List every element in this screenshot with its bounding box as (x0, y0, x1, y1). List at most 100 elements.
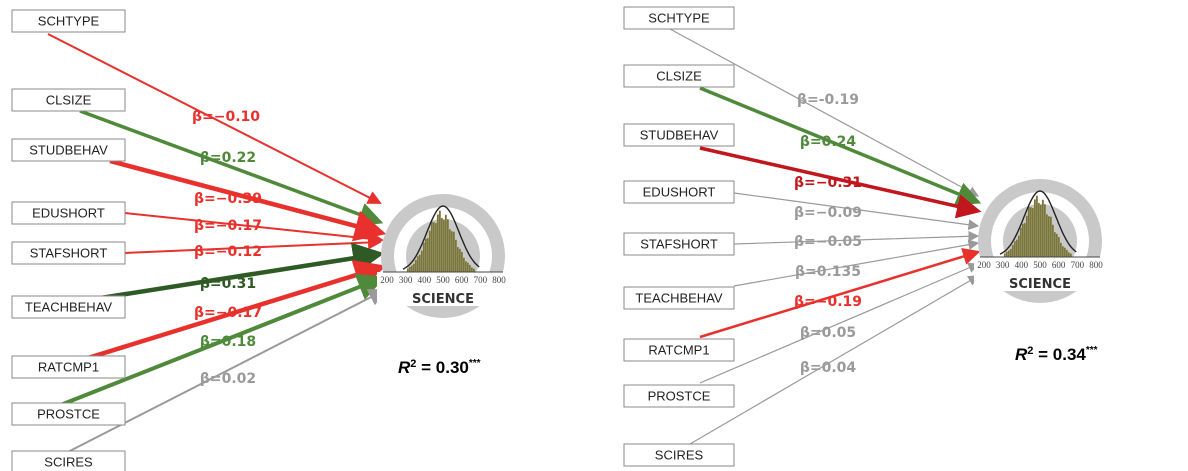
right-predictor-label: STUDBEHAV (640, 128, 719, 143)
right-axis-tick-label: 300 (996, 260, 1010, 270)
right-path-arrow-ratcmp1 (699, 248, 981, 339)
left-beta-label-ratcmp1: β=−0.17 (194, 305, 262, 321)
left-predictor-box-ratcmp1: RATCMP1 (11, 355, 126, 379)
right-axis-tick-label: 700 (1071, 260, 1085, 270)
left-path-arrow-edushort (124, 212, 384, 246)
left-predictor-label: STAFSHORT (30, 246, 108, 261)
left-normal-curve (402, 205, 480, 270)
left-predictor-box-scires: SCIRES (11, 450, 126, 471)
left-beta-label-scires: β=0.02 (200, 371, 256, 387)
right-predictor-box-prostce: PROSTCE (623, 384, 735, 408)
left-outcome-label: SCIENCE (412, 292, 474, 307)
right-predictor-label: TEACHBEHAV (635, 291, 722, 306)
right-label-band (974, 257, 1106, 291)
left-path-arrow-schtype (47, 33, 382, 204)
right-outcome-label: SCIENCE (1009, 277, 1071, 292)
left-predictor-label: PROSTCE (37, 407, 100, 422)
left-path-arrow-prostce (57, 273, 386, 408)
right-predictor-label: SCHTYPE (648, 11, 710, 26)
right-predictor-box-scires: SCIRES (623, 443, 735, 467)
right-path-arrow-studbehav (699, 146, 982, 219)
right-beta-label-schtype: β=-0.19 (797, 92, 859, 108)
left-beta-label-clsize: β=0.22 (200, 150, 256, 166)
right-path-arrow-edushort (733, 192, 980, 231)
right-path-arrow-teachbehav (733, 239, 980, 287)
left-predictor-box-stafshort: STAFSHORT (11, 241, 126, 265)
left-r2-stars: *** (469, 358, 481, 369)
right-predictor-box-edushort: EDUSHORT (623, 180, 735, 204)
left-beta-label-stafshort: β=−0.12 (194, 244, 262, 260)
left-axis-tick-label: 200 (380, 275, 394, 285)
left-predictor-box-schtype: SCHTYPE (11, 9, 126, 33)
left-path-arrow-clsize (79, 109, 384, 227)
left-predictor-label: STUDBEHAV (29, 143, 108, 158)
right-predictor-box-stafshort: STAFSHORT (623, 232, 735, 256)
left-label-band (377, 272, 509, 306)
left-r2-label: R2 = 0.30*** (398, 358, 481, 377)
left-axis-tick-label: 600 (455, 275, 469, 285)
left-histogram (406, 210, 475, 273)
right-beta-label-prostce: β=0.05 (800, 325, 856, 341)
right-predictor-box-teachbehav: TEACHBEHAV (623, 286, 735, 310)
left-predictor-label: EDUSHORT (32, 206, 105, 221)
left-beta-label-prostce: β=0.18 (200, 334, 256, 350)
right-predictor-label: RATCMP1 (648, 343, 709, 358)
left-axis-tick-label: 700 (474, 275, 488, 285)
right-beta-label-stafshort: β=−0.05 (794, 234, 862, 250)
left-predictor-label: TEACHBEHAV (25, 300, 112, 315)
right-predictor-label: CLSIZE (656, 69, 702, 84)
left-axis-tick-label: 300 (399, 275, 413, 285)
right-axis-tick-label: 500 (1033, 260, 1047, 270)
right-predictor-box-ratcmp1: RATCMP1 (623, 338, 735, 362)
arrows-left-panel (47, 33, 387, 457)
left-predictor-box-prostce: PROSTCE (11, 402, 126, 426)
right-r2-label: R2 = 0.34*** (1015, 345, 1098, 364)
right-predictor-label: PROSTCE (648, 389, 711, 404)
left-predictor-label: SCIRES (44, 455, 93, 470)
left-predictor-box-edushort: EDUSHORT (11, 201, 126, 225)
left-predictor-label: SCHTYPE (38, 14, 100, 29)
left-predictor-box-clsize: CLSIZE (11, 88, 126, 112)
left-predictor-label: RATCMP1 (38, 360, 99, 375)
left-beta-label-teachbehav: β=0.31 (200, 276, 256, 292)
right-path-arrow-scires (689, 275, 980, 445)
left-axis-tick-label: 800 (492, 275, 506, 285)
left-path-arrow-stafshort (124, 235, 382, 254)
left-path-arrow-scires (59, 289, 387, 457)
right-beta-label-scires: β=0.04 (800, 360, 857, 376)
left-axis-tick-label: 400 (418, 275, 432, 285)
left-axis-tick-label: 500 (436, 275, 450, 285)
left-path-arrow-ratcmp1 (87, 259, 387, 361)
right-axis-tick-label: 600 (1052, 260, 1066, 270)
predictor-boxes: SCHTYPE CLSIZE STUDBEHAV EDUSHORT STAFSHORT T… (11, 6, 735, 471)
right-axis-tick-label: 400 (1015, 260, 1029, 270)
beta-labels: β=−0.10β=0.22β=−0.39β=−0.17β=−0.12β=0.31… (192, 92, 862, 387)
right-predictor-label: EDUSHORT (643, 185, 716, 200)
right-path-arrow-stafshort (733, 230, 980, 245)
right-r2-value: = 0.34 (1033, 345, 1086, 364)
left-path-arrow-studbehav (109, 158, 387, 242)
right-beta-label-edushort: β=−0.09 (794, 205, 862, 221)
right-predictor-box-studbehav: STUDBEHAV (623, 123, 735, 147)
right-predictor-box-schtype: SCHTYPE (623, 6, 735, 30)
left-predictor-label: CLSIZE (46, 93, 92, 108)
right-beta-label-teachbehav: β=0.135 (795, 264, 861, 280)
left-beta-label-edushort: β=−0.17 (194, 218, 262, 234)
r2-labels: R2 = 0.30*** R2 = 0.34*** (398, 345, 1098, 377)
right-normal-curve (999, 190, 1077, 255)
right-predictor-label: STAFSHORT (640, 237, 718, 252)
left-path-arrow-teachbehav (87, 242, 385, 303)
right-axis-tick-label: 800 (1089, 260, 1103, 270)
left-r2-value: = 0.30 (416, 358, 468, 377)
right-beta-label-ratcmp1: β=−0.19 (794, 294, 862, 310)
left-predictor-box-studbehav: STUDBEHAV (11, 138, 126, 162)
right-beta-label-clsize: β=0.24 (800, 134, 857, 150)
right-path-arrow-clsize (699, 86, 982, 206)
left-beta-label-studbehav: β=−0.39 (194, 191, 262, 207)
right-predictor-label: SCIRES (655, 448, 704, 463)
right-path-arrow-schtype (669, 28, 980, 197)
